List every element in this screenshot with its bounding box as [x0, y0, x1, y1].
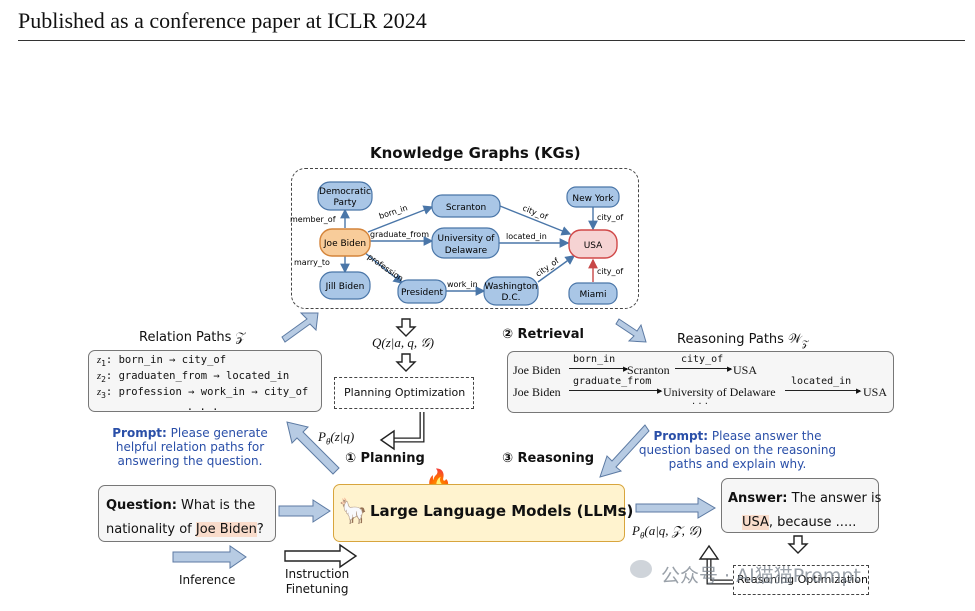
node-president: President	[397, 279, 447, 304]
arrow-down-reasoning-opt	[787, 535, 809, 554]
arrow-reasoning-to-llm	[599, 424, 650, 478]
label-city-of-1: city_of	[521, 204, 549, 222]
node-usa: USA	[568, 229, 618, 259]
llama-icon: 🦙	[338, 497, 368, 525]
node-new-york: New York	[566, 186, 620, 208]
prompt-left: Prompt: Please generate helpful relation…	[112, 426, 268, 468]
reasoning-path-row-1: Joe Biden born_in ▶ Scranton city_of ▶ U…	[513, 354, 758, 377]
relation-path-row: z3: profession → work_in → city_of	[97, 386, 309, 401]
question-entity: Joe Biden	[195, 522, 257, 537]
question-box	[98, 485, 276, 542]
retrieval-label: ② Retrieval	[502, 327, 584, 342]
legend-inference-label: Inference	[179, 573, 236, 587]
arrow-down-planning	[395, 318, 417, 337]
planning-label: ① Planning	[345, 451, 425, 466]
question-text: Question: What is the nationality of Joe…	[106, 498, 264, 537]
svg-text:Democratic: Democratic	[319, 187, 371, 197]
node-miami: Miami	[568, 282, 618, 305]
edge-born-in	[367, 205, 434, 233]
svg-text:Joe Biden: Joe Biden	[323, 239, 366, 249]
label-city-of-3: city_of	[597, 213, 623, 222]
relation-path-row: z1: born_in → city_of	[97, 354, 227, 369]
label-profession: profession	[366, 252, 405, 283]
label-located-in: located_in	[506, 232, 547, 241]
relation-paths-list: z1: born_in → city_of z2: graduaten_from…	[97, 354, 308, 413]
node-democratic-party: Democratic Party	[317, 181, 373, 211]
svg-text:President: President	[401, 288, 443, 298]
arrow-down-planning-opt	[395, 353, 417, 372]
kg-frame	[291, 168, 639, 309]
svg-text:USA: USA	[584, 241, 603, 251]
label-work-in: work_in	[447, 280, 478, 289]
reasoning-optimization-label: Reasoning Optimization	[737, 573, 868, 586]
svg-text:Scranton: Scranton	[446, 203, 486, 213]
label-marry-to: marry_to	[294, 258, 330, 267]
node-jill-biden: Jill Biden	[319, 271, 371, 300]
legend-inference-arrow	[172, 545, 247, 569]
svg-text:Jill Biden: Jill Biden	[325, 282, 365, 292]
answer-text: Answer: The answer is USA, because .....	[728, 491, 882, 530]
arrow-relpaths-to-kg	[281, 312, 319, 343]
prompt-right: Prompt: Please answer the question based…	[638, 429, 837, 471]
arrow-llm-to-answer	[635, 497, 716, 519]
reasoning-optimization-box	[733, 565, 869, 595]
relation-paths-title: Relation Paths 𝒵	[139, 330, 246, 345]
kg-title: Knowledge Graphs (KGs)	[370, 144, 581, 162]
label-graduate-from: graduate_from	[370, 230, 429, 239]
reasoning-paths-box	[507, 351, 894, 413]
edge-profession	[363, 251, 404, 284]
reasoning-label: ③ Reasoning	[502, 451, 595, 466]
label-member-of: member_of	[290, 215, 336, 224]
svg-text:University of: University of	[438, 234, 496, 244]
svg-text:Party: Party	[333, 198, 357, 208]
node-joe-biden: Joe Biden	[319, 228, 371, 257]
llm-box	[333, 484, 625, 542]
arrow-llm-to-relpaths	[286, 421, 340, 475]
svg-text:Washington: Washington	[485, 282, 538, 292]
svg-text:Miami: Miami	[579, 290, 606, 300]
edge-dc-city-of	[537, 255, 576, 283]
node-university-of-delaware: University of Delaware	[431, 227, 500, 259]
watermark: 公众号 · AI猫猫Prompt	[661, 565, 861, 587]
answer-entity: USA	[742, 515, 769, 530]
edge-scranton-city-of	[499, 205, 572, 236]
reasoning-paths-ellipsis: . . .	[692, 396, 708, 407]
node-scranton: Scranton	[431, 194, 501, 218]
reasoning-paths-title: Reasoning Paths 𝒲𝒵	[677, 332, 809, 350]
arrow-hook-planning	[393, 412, 425, 443]
relation-path-row: z2: graduaten_from → located_in	[97, 370, 290, 385]
relation-paths-box	[88, 350, 322, 412]
svg-text:D.C.: D.C.	[502, 293, 521, 303]
legend-finetune-arrow	[284, 543, 358, 569]
planning-p-formula: Pθ(z|q)	[318, 429, 355, 447]
watermark-icon	[630, 560, 652, 578]
planning-optimization-label: Planning Optimization	[344, 386, 466, 399]
header-rule	[18, 40, 965, 41]
relation-paths-ellipsis: . . .	[186, 401, 219, 414]
arrow-question-to-llm	[278, 499, 331, 523]
svg-text:Delaware: Delaware	[445, 246, 488, 256]
reasoning-path-row-2: Joe Biden graduate_from ▶ University of …	[513, 376, 888, 399]
planning-q-formula: Q(z|a, q, 𝒢)	[372, 335, 434, 350]
svg-text:New York: New York	[572, 194, 614, 204]
arrow-kg-to-reasoning	[615, 318, 647, 343]
node-washington-dc: Washington D.C.	[483, 276, 539, 306]
paper-header: Published as a conference paper at ICLR …	[18, 8, 427, 33]
label-city-of-4: city_of	[597, 267, 623, 276]
planning-optimization-box	[334, 377, 474, 409]
llm-label: Large Language Models (LLMs)	[370, 502, 634, 520]
answer-formula: Pθ(a|q, 𝒵, 𝒢)	[632, 523, 702, 541]
